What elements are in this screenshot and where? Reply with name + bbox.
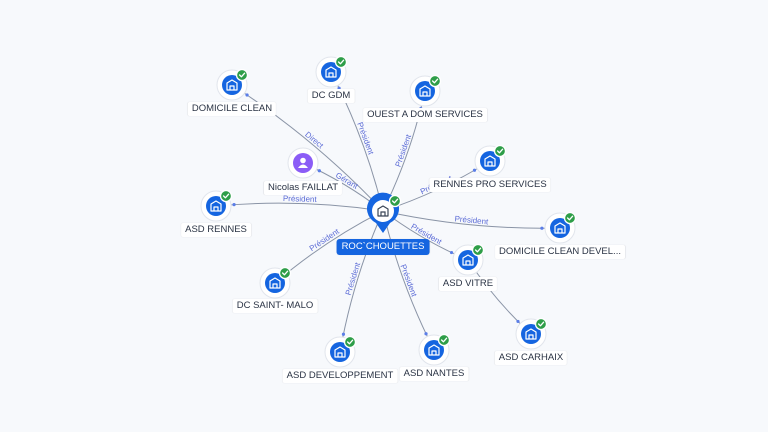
company-node[interactable] (418, 333, 451, 366)
building-icon (210, 200, 222, 212)
edge-arrow (232, 203, 236, 207)
node-label[interactable]: ASD DEVELOPPEMENT (282, 369, 398, 383)
building-icon (428, 344, 440, 356)
building-icon (554, 222, 566, 234)
edge-arrow (516, 319, 520, 324)
node-label[interactable]: OUEST A DOM SERVICES (363, 108, 487, 122)
edge-label: Président (355, 121, 376, 157)
edge-arrow (472, 168, 477, 172)
building-icon (325, 66, 337, 78)
edge-label: Président (454, 214, 489, 226)
company-node[interactable] (474, 144, 507, 177)
building-icon (269, 277, 281, 289)
node-label[interactable]: DC SAINT- MALO (232, 299, 318, 313)
company-node[interactable] (544, 211, 577, 244)
person-node[interactable] (287, 147, 319, 179)
edge-line (231, 84, 384, 212)
node-label[interactable]: ASD NANTES (399, 367, 469, 381)
edge-label: Direct (303, 130, 325, 151)
edge-label: Président (394, 133, 414, 169)
edge-domicile_clean_devel: Président (382, 210, 561, 230)
edge-asd_rennes: Président (215, 194, 384, 212)
edge-arrow (424, 332, 428, 336)
edge-label: Président (344, 261, 363, 297)
node-label[interactable]: DOMICILE CLEAN DEVEL... (495, 245, 625, 259)
check-badge-icon (278, 266, 292, 280)
check-badge-icon (334, 55, 348, 69)
edge-arrow (245, 93, 249, 97)
edge-arrow (540, 226, 544, 230)
company-node[interactable] (452, 243, 485, 276)
node-label[interactable]: ASD VITRE (438, 277, 498, 291)
building-icon (226, 79, 238, 91)
edge-arrow (337, 86, 341, 90)
node-label[interactable]: RENNES PRO SERVICES (429, 178, 551, 192)
edge-line (382, 210, 561, 229)
edge-arrow (341, 332, 346, 336)
company-node[interactable] (315, 55, 348, 88)
check-badge-icon (343, 335, 357, 349)
edge-line (215, 202, 384, 212)
node-label[interactable]: ASD RENNES (181, 223, 251, 237)
building-icon (462, 254, 474, 266)
edge-arrow (317, 169, 321, 173)
center-node-label[interactable]: ROC`CHOUETTES (336, 239, 430, 255)
node-label[interactable]: Nicolas FAILLAT (263, 181, 343, 195)
center-node[interactable] (367, 192, 402, 233)
person-icon (298, 157, 308, 168)
node-label[interactable]: DOMICILE CLEAN (187, 102, 277, 116)
company-node[interactable] (515, 317, 548, 350)
building-icon (525, 328, 537, 340)
check-badge-icon (235, 68, 249, 82)
company-node[interactable] (409, 74, 442, 107)
check-badge-icon (388, 194, 402, 208)
edge-asd_developpement: Président (339, 210, 384, 353)
building-icon (377, 205, 389, 217)
company-node[interactable] (216, 68, 249, 101)
node-label[interactable]: DC GDM (307, 89, 355, 103)
check-badge-icon (534, 317, 548, 331)
building-icon (334, 346, 346, 358)
company-node[interactable] (259, 266, 292, 299)
company-node[interactable] (324, 335, 357, 368)
check-badge-icon (437, 333, 451, 347)
check-badge-icon (219, 189, 233, 203)
check-badge-icon (428, 74, 442, 88)
edge-label: Président (283, 194, 318, 204)
building-icon (484, 155, 496, 167)
edge-arrow (449, 250, 454, 255)
check-badge-icon (563, 211, 577, 225)
check-badge-icon (471, 243, 485, 257)
node-label[interactable]: ASD CARHAIX (494, 351, 568, 365)
check-badge-icon (493, 144, 507, 158)
company-node[interactable] (200, 189, 233, 222)
edge-label: Président (399, 263, 419, 299)
building-icon (419, 85, 431, 97)
